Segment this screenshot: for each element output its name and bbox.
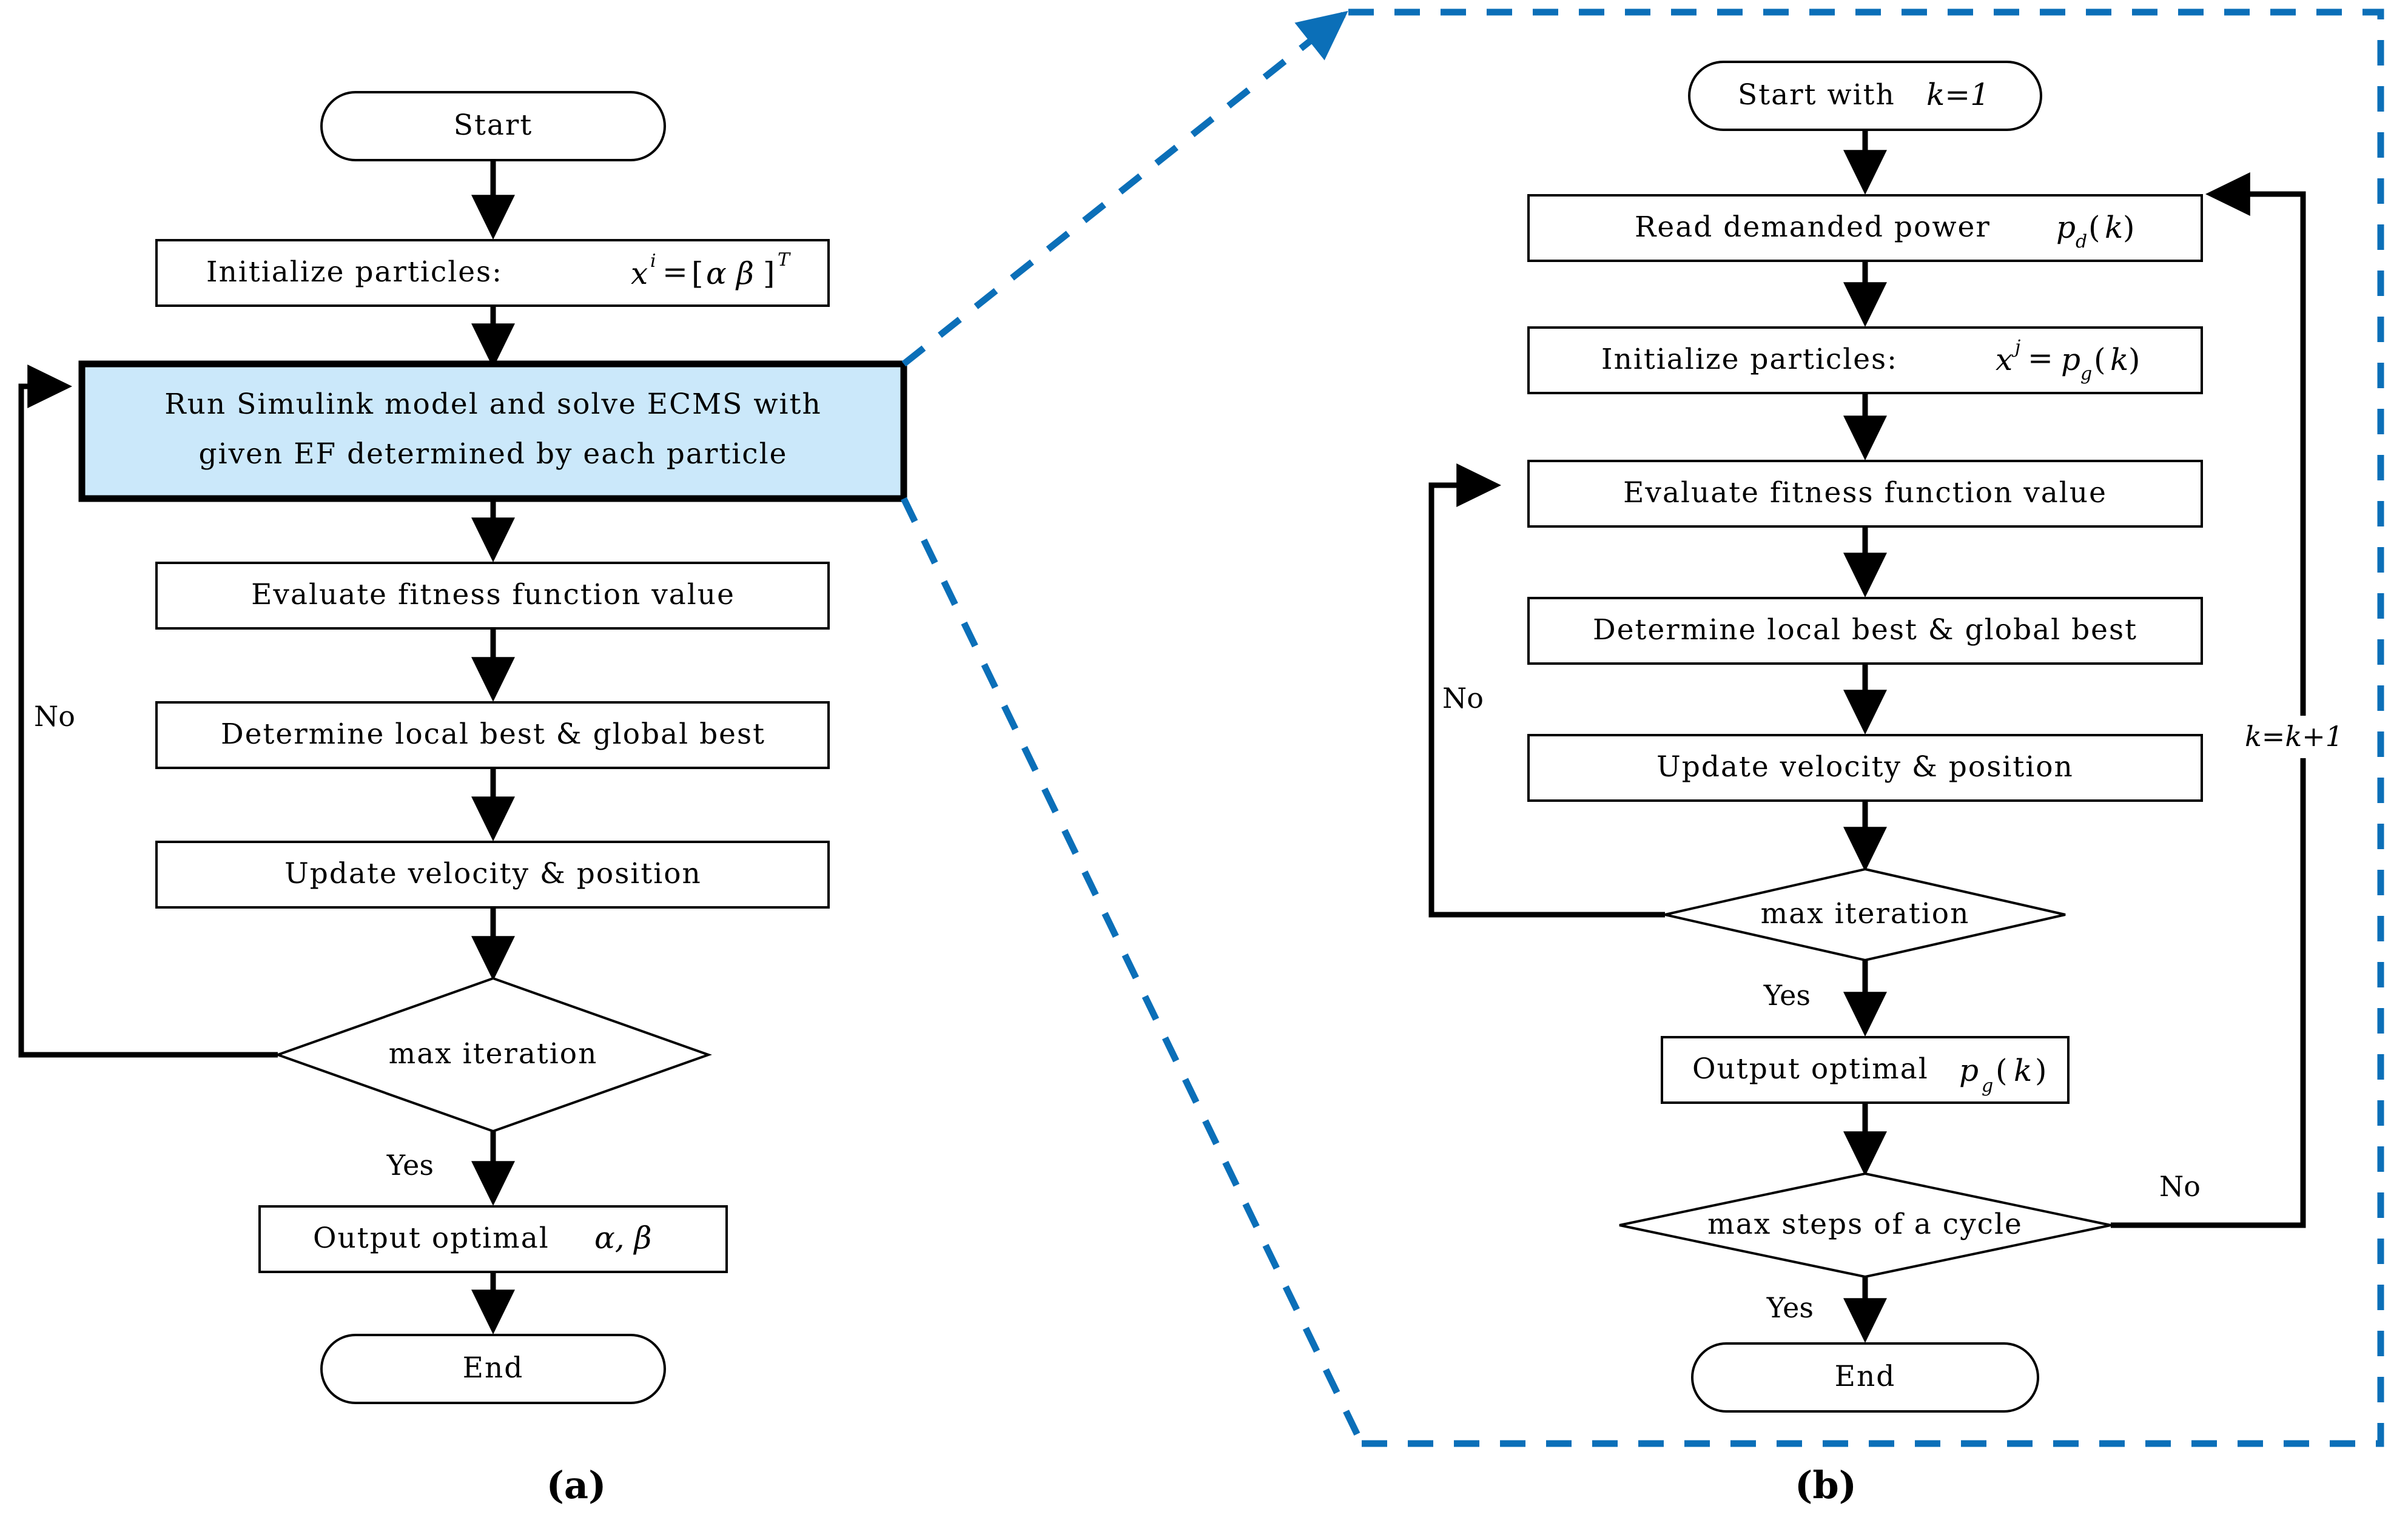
panel-a-node-init: Initialize particles: x i = [ α β ] T xyxy=(155,239,830,307)
panel-a-caption: (a) xyxy=(546,1463,607,1507)
panel-b-end-label: End xyxy=(1835,1360,1896,1393)
zoom-connector xyxy=(901,8,2384,1447)
panel-b-caption: (b) xyxy=(1795,1463,1857,1507)
panel-b-node-start: Start with k=1 xyxy=(1688,61,2042,131)
svg-text:(: ( xyxy=(1996,1053,2008,1088)
panel-b-node-maxiter: max iteration xyxy=(1664,867,2066,962)
panel-b-start-math: k=1 xyxy=(1926,77,1989,112)
panel-a-node-determine: Determine local best & global best xyxy=(155,701,830,769)
panel-a-node-start: Start xyxy=(320,91,666,161)
panel-b-label-yes-steps: Yes xyxy=(1766,1291,1814,1324)
panel-a-node-simulink: Run Simulink model and solve ECMS with g… xyxy=(78,360,907,502)
svg-text:(: ( xyxy=(2094,342,2106,377)
panel-a-node-evaluate: Evaluate fitness function value xyxy=(155,562,830,630)
panel-b-node-output: Output optimal p g ( k ) xyxy=(1661,1036,2070,1104)
panel-b-output-label: Output optimal xyxy=(1692,1052,1929,1086)
svg-text:]: ] xyxy=(763,256,775,291)
panel-a-label-no: No xyxy=(34,700,75,733)
svg-text:T: T xyxy=(778,249,791,271)
panel-b-increment-label-bg xyxy=(2221,716,2367,758)
svg-text:=: = xyxy=(2028,340,2053,375)
panel-a-update-label: Update velocity & position xyxy=(284,857,702,890)
zoom-connector-box xyxy=(1347,8,2384,1447)
panel-a-node-update: Update velocity & position xyxy=(155,841,830,909)
svg-text:g: g xyxy=(2080,363,2092,385)
panel-a-node-end: End xyxy=(320,1334,666,1404)
panel-a-init-math: x i = [ α β ] T xyxy=(631,249,791,291)
panel-a-maxiter-label: max iteration xyxy=(389,1037,598,1071)
svg-text:): ) xyxy=(2035,1053,2047,1088)
panel-a-output-label: Output optimal xyxy=(313,1222,550,1255)
svg-text:p: p xyxy=(1959,1053,1979,1088)
panel-a-simulink-line2: given EF determined by each particle xyxy=(199,437,788,471)
zoom-connector-lower-diagonal xyxy=(901,497,1364,1443)
svg-text:k: k xyxy=(2105,210,2123,245)
panel-b-readpower-math: p d ( k ) xyxy=(2056,210,2135,252)
panel-b-node-update: Update velocity & position xyxy=(1527,734,2203,802)
panel-a-start-label: Start xyxy=(454,109,533,142)
panel-b-maxsteps-label: max steps of a cycle xyxy=(1707,1208,2023,1241)
svg-text:p: p xyxy=(2056,210,2076,245)
panel-b-update-label: Update velocity & position xyxy=(1656,750,2074,784)
panel-b-node-init: Initialize particles: x j = p g ( k ) xyxy=(1527,326,2203,394)
svg-text:=: = xyxy=(662,254,688,289)
svg-text:β: β xyxy=(735,256,754,291)
svg-text:k: k xyxy=(2110,342,2128,377)
panel-a-output-math: α, β xyxy=(594,1220,651,1256)
panel-a-edge-no-loop xyxy=(18,365,278,1058)
svg-text:x: x xyxy=(1996,342,2013,377)
zoom-connector-upper-diagonal xyxy=(901,10,1348,367)
panel-b-label-yes-iter: Yes xyxy=(1763,979,1811,1012)
panel-b-start-label: Start with xyxy=(1738,78,1895,112)
panel-b-edge-no-steps-loop xyxy=(2111,172,2306,1228)
panel-b-maxiter-label: max iteration xyxy=(1761,897,1970,930)
panel-b-node-end: End xyxy=(1691,1342,2039,1413)
svg-text:[: [ xyxy=(691,256,704,291)
panel-b-node-readpower: Read demanded power p d ( k ) xyxy=(1527,194,2203,262)
svg-text:x: x xyxy=(631,256,648,291)
panel-b-edge-no-iter-loop xyxy=(1428,463,1665,918)
panel-a-determine-label: Determine local best & global best xyxy=(221,718,765,751)
panel-a-node-maxiter: max iteration xyxy=(274,977,712,1133)
panel-a-end-label: End xyxy=(463,1351,524,1385)
svg-text:p: p xyxy=(2061,342,2080,377)
panel-a-evaluate-label: Evaluate fitness function value xyxy=(251,578,735,611)
panel-b-readpower-label: Read demanded power xyxy=(1635,210,1991,244)
panel-a-node-output: Output optimal α, β xyxy=(258,1205,728,1273)
panel-b-label-no-iter: No xyxy=(1442,682,1484,715)
panel-b-label-no-steps: No xyxy=(2159,1170,2201,1203)
panel-a-simulink-line1: Run Simulink model and solve ECMS with xyxy=(164,388,821,421)
svg-text:d: d xyxy=(2076,231,2087,252)
panel-b-init-label: Initialize particles: xyxy=(1601,343,1898,376)
svg-text:α: α xyxy=(706,256,727,291)
svg-text:): ) xyxy=(2123,210,2135,245)
panel-b-node-evaluate: Evaluate fitness function value xyxy=(1527,460,2203,528)
panel-a-label-yes: Yes xyxy=(386,1149,434,1182)
svg-text:i: i xyxy=(650,251,656,272)
panel-b-determine-label: Determine local best & global best xyxy=(1593,613,2137,647)
panel-b-output-math: p g ( k ) xyxy=(1959,1053,2047,1097)
svg-text:): ) xyxy=(2128,342,2140,377)
panel-a-init-label: Initialize particles: xyxy=(206,255,503,289)
svg-text:k: k xyxy=(2014,1053,2032,1088)
panel-b-label-increment: k=k+1 xyxy=(2245,720,2343,753)
svg-text:g: g xyxy=(1982,1075,1993,1097)
panel-b-evaluate-label: Evaluate fitness function value xyxy=(1623,476,2107,509)
panel-b-node-determine: Determine local best & global best xyxy=(1527,597,2203,665)
svg-text:(: ( xyxy=(2088,210,2100,245)
panel-b-node-maxsteps: max steps of a cycle xyxy=(1619,1172,2111,1279)
